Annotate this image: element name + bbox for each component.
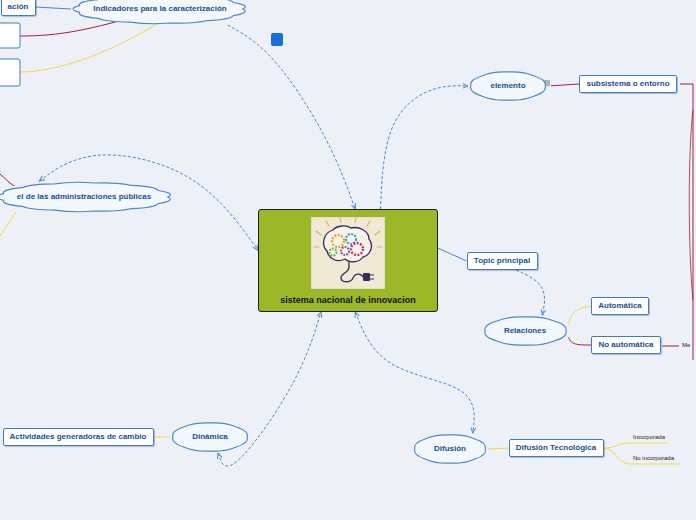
- text-holder: No automática: [598, 340, 653, 350]
- connector: [438, 248, 467, 261]
- branch-line: [604, 448, 680, 464]
- text-holder: Indicadores para la caracterización: [93, 4, 226, 14]
- node-text: sistema nacional de innovacion: [280, 295, 416, 306]
- text-holder: elemento: [490, 81, 525, 91]
- node-text: Dinámica: [192, 432, 228, 442]
- cloud-topic: Relaciones: [482, 315, 569, 347]
- cloud-topic: el de las administraciones públicas: [0, 181, 174, 213]
- connector: [380, 86, 468, 209]
- node-text: Difusión: [434, 444, 466, 454]
- cable: [341, 261, 363, 282]
- node-text: Indicadores para la caracterización: [93, 4, 226, 14]
- node-text: Relaciones: [504, 326, 546, 336]
- central-topic: sistema nacional de innovacion: [258, 209, 438, 312]
- connector: [516, 270, 544, 315]
- node-text: Actividades generadoras de cambio: [10, 432, 147, 442]
- connector: [569, 306, 592, 325]
- branch-line: [662, 346, 679, 347]
- topic-box: Topic principal: [467, 252, 538, 270]
- gear: [330, 249, 337, 256]
- text-holder: Topic principal: [474, 256, 530, 266]
- node-text: el de las administraciones públicas: [17, 192, 151, 202]
- connector: [228, 25, 356, 209]
- node-text: ación: [8, 2, 29, 12]
- ray: [316, 231, 321, 235]
- branch-label: Me: [682, 342, 690, 349]
- cloud-topic: Difusión: [412, 433, 488, 465]
- marker-square: [271, 33, 283, 46]
- cloud-outline: [471, 72, 546, 100]
- text-holder: Relaciones: [504, 326, 546, 336]
- ray: [355, 218, 356, 222]
- brain-outline: [324, 226, 372, 262]
- branch-line: [680, 84, 693, 360]
- brain-illustration: [311, 217, 385, 289]
- topic-box: Actividades generadoras de cambio: [3, 428, 154, 446]
- text-holder: Difusión: [434, 444, 466, 454]
- text-holder: ación: [8, 2, 29, 12]
- gear: [351, 243, 363, 255]
- cloud-outline: [73, 0, 245, 24]
- topic-box: ación: [1, 0, 36, 16]
- plug-pins: [370, 275, 374, 279]
- ray: [377, 246, 382, 247]
- text-holder: sistema nacional de innovacion: [280, 295, 416, 306]
- ray: [340, 218, 341, 222]
- empty-box: [0, 59, 20, 86]
- text-holder: Automática: [598, 301, 642, 311]
- cloud-outline: [173, 423, 248, 451]
- connector: [569, 337, 592, 345]
- ray: [375, 231, 380, 235]
- cloud-outline: [414, 435, 485, 463]
- topic-box: Automática: [591, 297, 649, 315]
- text-holder: Dinámica: [192, 432, 228, 442]
- branch-line: [0, 212, 16, 236]
- node-text: Topic principal: [474, 256, 530, 266]
- empty-box: [0, 23, 20, 48]
- node-text: Automática: [598, 301, 642, 311]
- branch-label: No incorporada: [633, 455, 674, 462]
- cloud-topic: Indicadores para la caracterización: [71, 0, 249, 25]
- gear: [341, 247, 349, 255]
- node-text: subsistema o entorno: [586, 79, 669, 89]
- text-holder: subsistema o entorno: [586, 79, 669, 89]
- connector: [154, 437, 171, 438]
- cloud-topic: Dinámica: [170, 421, 250, 453]
- ray: [367, 221, 370, 226]
- ray: [314, 246, 319, 247]
- text-holder: Actividades generadoras de cambio: [10, 432, 147, 442]
- branch-line: [689, 110, 693, 300]
- branch-line: [604, 443, 668, 448]
- plug: [363, 273, 370, 281]
- ray: [326, 221, 329, 226]
- node-text: No automática: [598, 340, 653, 350]
- connector: [355, 312, 474, 433]
- topic-box: No automática: [591, 336, 661, 354]
- topic-box: subsistema o entorno: [579, 75, 677, 93]
- cloud-outline: [484, 317, 565, 345]
- branch-line: [0, 174, 14, 186]
- node-text: Difusión Tecnológica: [516, 443, 596, 453]
- text-holder: el de las administraciones públicas: [17, 192, 151, 202]
- connector: [488, 448, 509, 449]
- connector: [548, 84, 579, 86]
- gear: [332, 235, 344, 247]
- topic-box: Difusión Tecnológica: [509, 439, 604, 457]
- branch-label: Incorporada: [633, 434, 665, 441]
- connector: [36, 7, 72, 9]
- text-holder: Difusión Tecnológica: [516, 443, 596, 453]
- cloud-topic: elemento: [468, 70, 548, 102]
- picture-frame: [311, 217, 385, 289]
- node-text: elemento: [490, 81, 525, 91]
- cloud-outline: [0, 182, 170, 211]
